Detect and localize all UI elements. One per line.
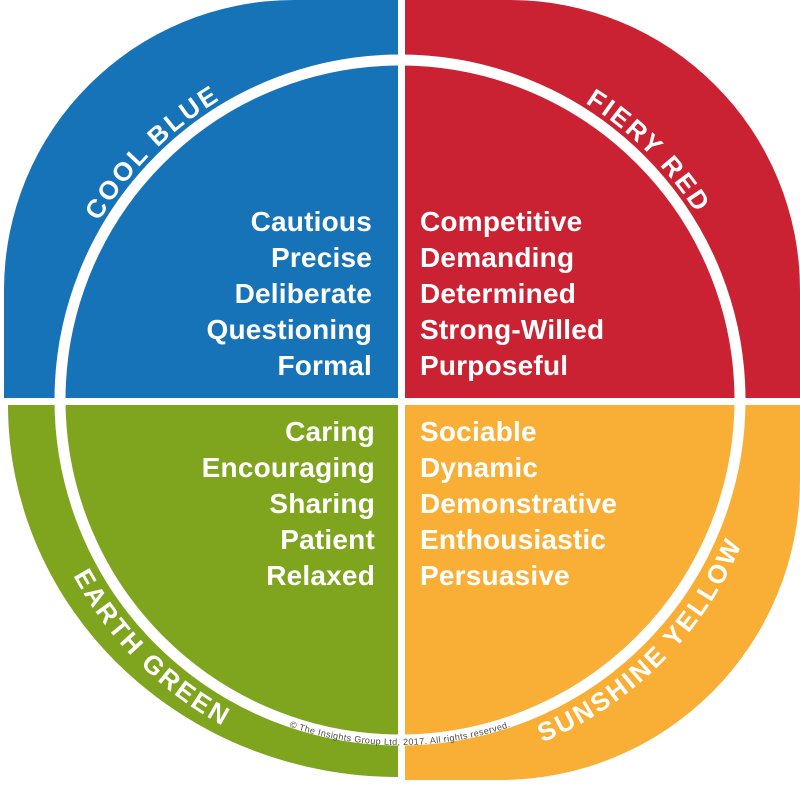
trait-label: Questioning <box>206 314 372 345</box>
trait-label: Demonstrative <box>420 488 618 519</box>
quadrant-label-fiery-red: FIERY RED <box>582 83 717 218</box>
trait-label: Relaxed <box>266 560 375 591</box>
trait-label: Caring <box>285 416 375 447</box>
trait-label: Strong-Willed <box>420 314 605 345</box>
trait-label: Purposeful <box>420 350 569 381</box>
copyright-notice: © The Insights Group Ltd, 2017. All righ… <box>289 719 512 747</box>
trait-label: Persuasive <box>420 560 570 591</box>
trait-label: Sociable <box>420 416 537 447</box>
trait-label: Competitive <box>420 206 583 237</box>
quadrant-label-cool-blue: COOL BLUE <box>78 78 224 224</box>
trait-label: Encouraging <box>201 452 375 483</box>
trait-label: Precise <box>270 242 372 273</box>
trait-label: Sharing <box>269 488 375 519</box>
trait-label: Formal <box>277 350 372 381</box>
sunshine-yellow-trait-list: Sociable Dynamic Demonstrative Enthousia… <box>420 414 617 594</box>
trait-label: Determined <box>420 278 577 309</box>
cool-blue-trait-list: Cautious Precise Deliberate Questioning … <box>206 204 372 384</box>
trait-label: Dynamic <box>420 452 539 483</box>
trait-label: Demanding <box>420 242 575 273</box>
trait-label: Cautious <box>250 206 372 237</box>
quadrant-label-earth-green: EARTH GREEN <box>68 564 236 732</box>
trait-label: Deliberate <box>234 278 372 309</box>
ring-separator-arc <box>54 54 746 746</box>
trait-label: Patient <box>280 524 375 555</box>
earth-green-trait-list: Caring Encouraging Sharing Patient Relax… <box>202 414 375 594</box>
fiery-red-trait-list: Competitive Demanding Determined Strong-… <box>420 204 604 384</box>
trait-label: Enthousiastic <box>420 524 607 555</box>
